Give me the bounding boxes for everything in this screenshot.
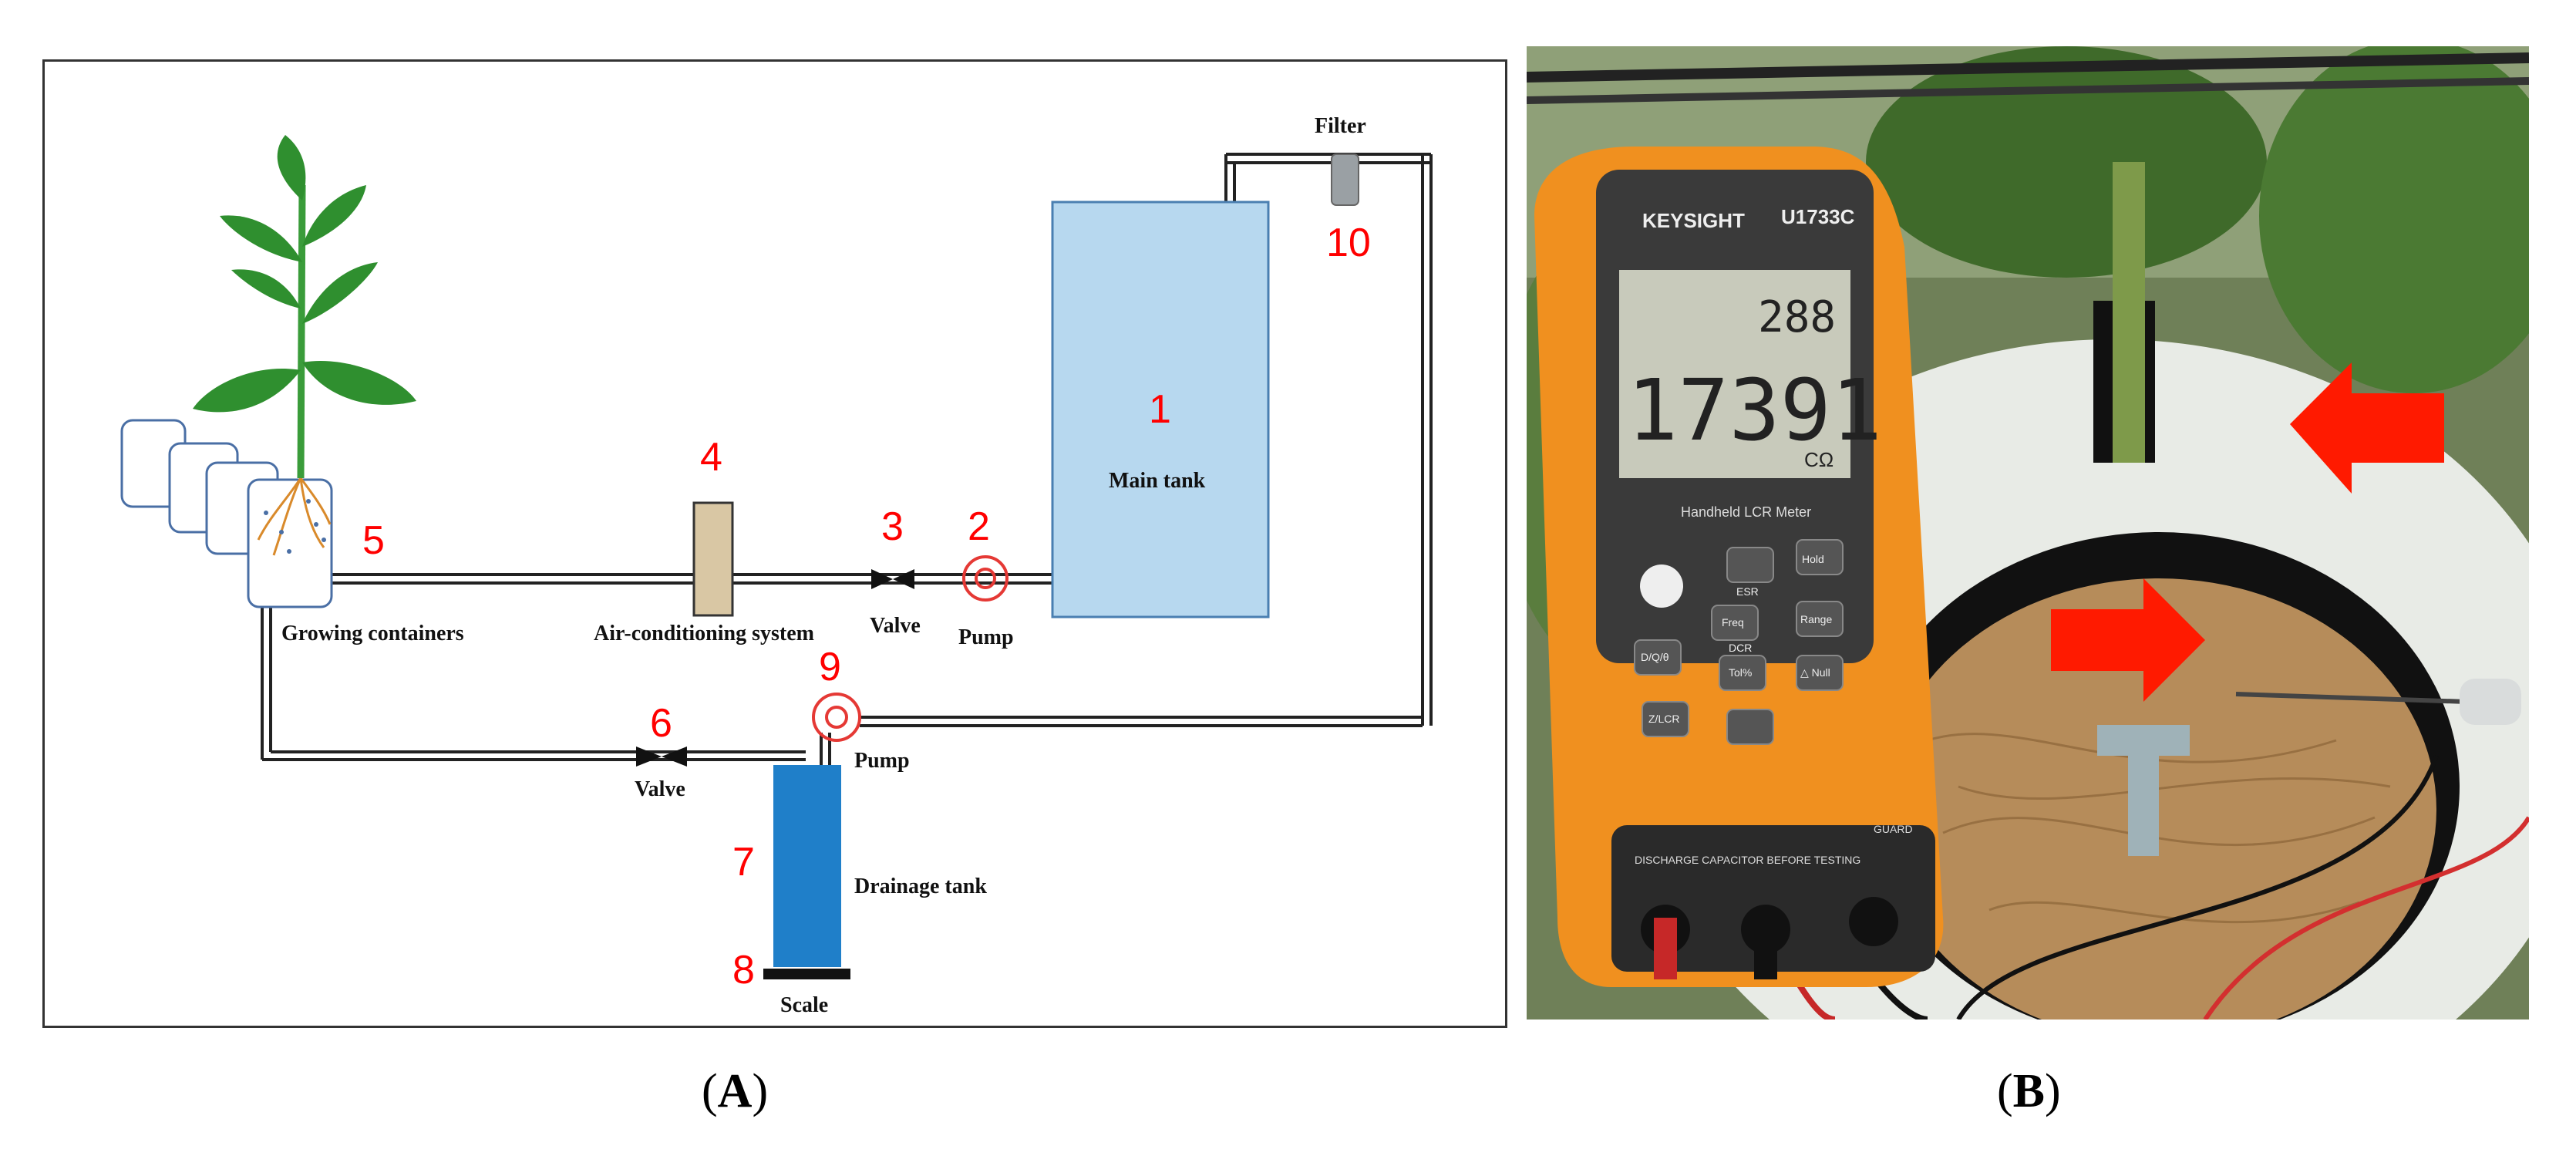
meter-guard-label: GUARD	[1874, 823, 1913, 835]
label-valve-bottom: Valve	[635, 777, 685, 801]
label-valve-top: Valve	[870, 614, 921, 638]
label-air-conditioning: Air-conditioning system	[594, 622, 814, 645]
lcr-meter: 288 17391 CΩ KEYSIGHT U1733C Handheld LC…	[1534, 147, 1944, 987]
meter-button-dcr: DCR	[1729, 642, 1752, 654]
meter-warning: DISCHARGE CAPACITOR BEFORE TESTING	[1635, 854, 1860, 866]
meter-button-tol: Tol%	[1729, 666, 1752, 679]
number-7: 7	[732, 840, 755, 885]
meter-button-null: △ Null	[1800, 666, 1830, 679]
pump-bottom	[812, 693, 861, 742]
label-growing-containers: Growing containers	[281, 622, 464, 645]
number-4: 4	[700, 435, 722, 480]
caption-a: (A)	[702, 1065, 769, 1117]
label-drainage-tank: Drainage tank	[854, 875, 987, 898]
label-pump-bottom: Pump	[854, 749, 910, 773]
number-8: 8	[732, 948, 755, 993]
number-1: 1	[1149, 387, 1171, 432]
label-main-tank: Main tank	[1109, 469, 1206, 493]
meter-button-hold: Hold	[1802, 553, 1824, 565]
plant-roots	[257, 477, 332, 556]
meter-unit: CΩ	[1804, 448, 1834, 471]
panel-b-photo: 288 17391 CΩ KEYSIGHT U1733C Handheld LC…	[1527, 46, 2529, 1020]
drainage-tank	[773, 765, 841, 967]
meter-photo-scene: 288 17391 CΩ KEYSIGHT U1733C Handheld LC…	[1527, 46, 2529, 1020]
meter-secondary-reading: 288	[1758, 292, 1836, 342]
meter-button-freq: Freq	[1722, 616, 1744, 629]
panel-a-frame	[42, 59, 1507, 1028]
label-pump-top: Pump	[958, 625, 1014, 649]
arrow-upper-icon	[2290, 362, 2444, 494]
meter-brand: KEYSIGHT	[1642, 209, 1745, 232]
meter-button-range: Range	[1800, 613, 1832, 625]
number-6: 6	[650, 701, 672, 746]
label-scale: Scale	[780, 993, 828, 1017]
number-10: 10	[1326, 221, 1371, 265]
filter	[1331, 153, 1359, 206]
label-filter: Filter	[1315, 114, 1366, 138]
number-5: 5	[362, 518, 385, 563]
root-dots	[264, 499, 326, 554]
growing-containers	[120, 419, 333, 608]
meter-button-dq: D/Q/θ	[1641, 651, 1669, 663]
main-tank	[1051, 201, 1270, 618]
meter-subtitle: Handheld LCR Meter	[1681, 504, 1811, 520]
caption-b: (B)	[1997, 1065, 2061, 1117]
number-2: 2	[968, 504, 990, 549]
plant-icon	[193, 135, 416, 479]
air-conditioning-unit	[692, 501, 734, 617]
scale	[763, 969, 850, 979]
meter-button-zlcr: Z/LCR	[1648, 713, 1679, 725]
pump-top	[962, 555, 1009, 602]
valve-bottom	[636, 747, 687, 767]
meter-model: U1733C	[1781, 205, 1855, 228]
meter-button-esr: ESR	[1736, 585, 1759, 598]
meter-main-reading: 17391	[1627, 361, 1882, 460]
valve-top	[871, 569, 914, 589]
pipes	[261, 153, 1433, 902]
number-3: 3	[881, 504, 904, 549]
number-9: 9	[819, 645, 841, 689]
arrow-lower-icon	[2051, 578, 2205, 702]
